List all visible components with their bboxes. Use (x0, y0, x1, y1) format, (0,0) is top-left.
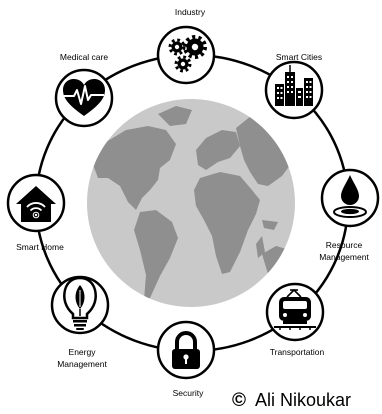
padlock-icon (172, 331, 200, 369)
globe-icon (87, 99, 295, 307)
city-buildings-icon (275, 65, 313, 106)
node-medical-care: Medical care (54, 52, 114, 128)
copyright-credit: © Ali Nikoukar (232, 390, 351, 411)
node-label: Industry (175, 7, 206, 17)
north-america-shape (92, 126, 176, 210)
node-label: Energy (69, 347, 97, 357)
node-smart-home: Smart Home (6, 173, 66, 252)
europe-shape (196, 130, 240, 170)
lightbulb-leaf-icon (63, 276, 97, 330)
node-label: Medical care (60, 52, 108, 62)
node-energy-management: Energy Management (50, 275, 110, 369)
madagascar-shape (256, 236, 265, 258)
node-smart-cities: Smart Cities (264, 52, 324, 120)
node-industry: Industry (156, 7, 216, 85)
africa-shape (194, 172, 260, 274)
heart-pulse-icon (63, 79, 105, 116)
node-label: Transportation (270, 347, 325, 357)
node-transportation: Transportation (265, 282, 325, 357)
train-icon (274, 288, 316, 330)
water-drop-icon (333, 175, 367, 218)
smart-home-icon (16, 186, 56, 222)
copyright-icon: © (232, 390, 246, 411)
node-label: Security (173, 388, 204, 398)
node-label: Smart Home (16, 242, 64, 252)
node-label: Management (319, 252, 369, 262)
south-america-shape (134, 210, 178, 300)
node-label: Resource (326, 240, 363, 250)
node-label: Management (57, 359, 107, 369)
gears-icon (168, 35, 207, 73)
node-security: Security (156, 320, 216, 398)
greenland-shape (158, 106, 192, 126)
indonesia-shape (262, 220, 278, 230)
node-label: Smart Cities (276, 52, 322, 62)
node-resource-management: Resource Management (319, 168, 380, 262)
credit-name: Ali Nikoukar (255, 390, 351, 410)
